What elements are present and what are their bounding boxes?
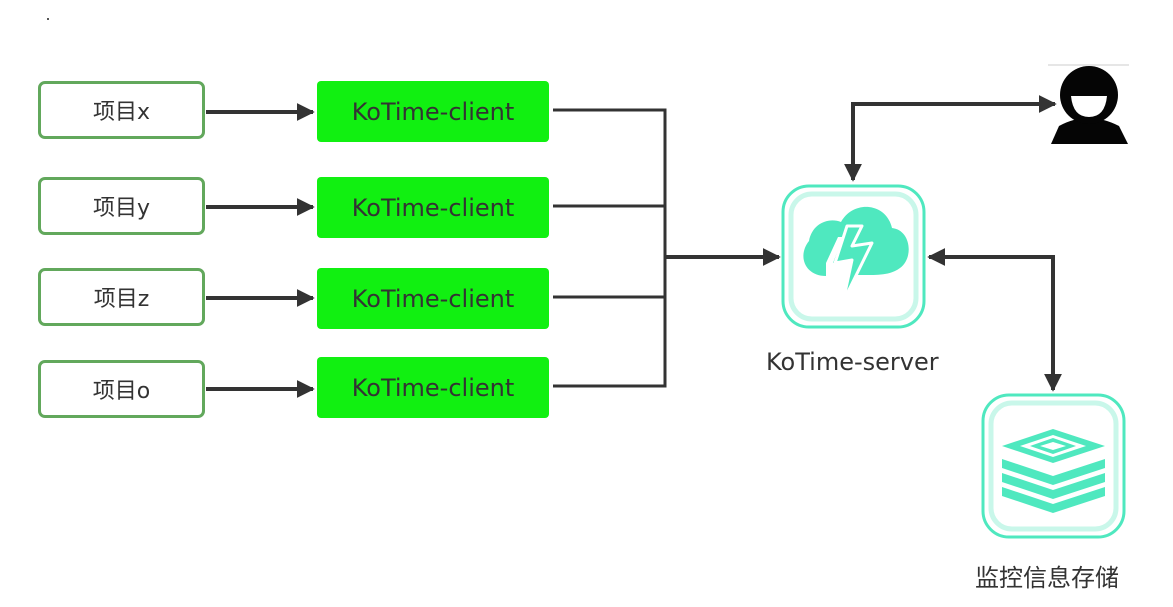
project-box-y: 项目y [38, 177, 205, 235]
project-label: 项目o [92, 379, 151, 404]
project-label: 项目y [92, 196, 151, 221]
client-bus [553, 108, 667, 388]
user-icon [1048, 64, 1129, 144]
project-label: 项目z [93, 287, 150, 312]
project-box-z: 项目z [38, 268, 205, 326]
client-box-1: KoTime-client [317, 81, 549, 142]
cloud-lightning-icon [781, 184, 926, 329]
client-label: KoTime-client [351, 97, 515, 126]
project-to-client-arrows [206, 103, 315, 398]
client-box-4: KoTime-client [317, 357, 549, 418]
project-box-o: 项目o [38, 360, 205, 418]
client-label: KoTime-client [351, 193, 515, 222]
client-label: KoTime-client [351, 373, 515, 402]
client-box-2: KoTime-client [317, 177, 549, 238]
arrow-server-user [844, 95, 1057, 182]
project-box-x: 项目x [38, 81, 205, 139]
stacked-layers-icon [981, 393, 1126, 539]
arrow-server-storage [927, 248, 1062, 392]
bus-line [553, 108, 667, 388]
client-box-3: KoTime-client [317, 268, 549, 329]
stray-dot [47, 18, 49, 20]
client-label: KoTime-client [351, 284, 515, 313]
storage-label: 监控信息存储 [975, 564, 1119, 592]
project-label: 项目x [92, 100, 151, 125]
server-label: KoTime-server [766, 348, 939, 376]
